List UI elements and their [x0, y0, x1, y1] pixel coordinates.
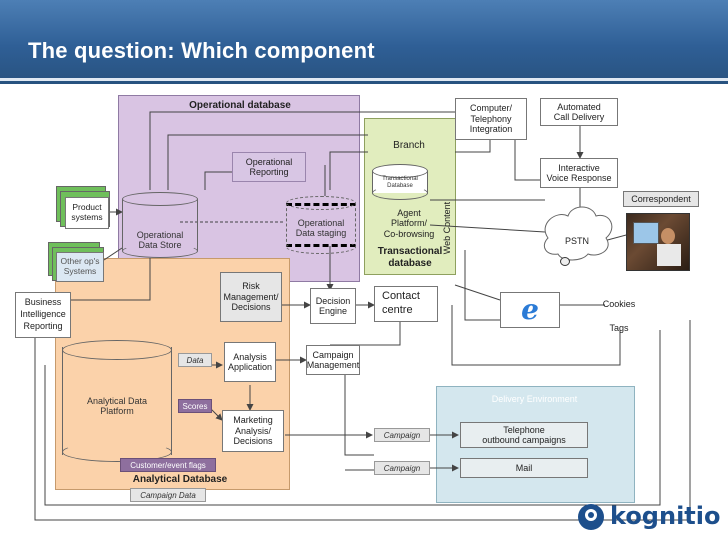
analytical-data-platform-label: Analytical Data Platform [86, 396, 148, 417]
telephone-campaigns-box: Telephone outbound campaigns [460, 422, 588, 448]
kognitio-logo: kognitio [578, 500, 721, 536]
automated-call-delivery-box: Automated Call Delivery [540, 98, 618, 126]
scores-tag: Scores [178, 399, 212, 413]
transactional-database-cylinder: Transactional Database [372, 164, 428, 200]
phone-icon [560, 257, 570, 266]
campaign-tag-mail: Campaign [374, 461, 430, 475]
ivr-box: Interactive Voice Response [540, 158, 618, 188]
kognitio-logo-icon [578, 504, 604, 530]
header-rule [0, 78, 728, 81]
operational-database-label: Operational database [189, 100, 291, 111]
operational-data-store: Operational Data Store [122, 192, 198, 258]
operational-reporting-box: Operational Reporting [232, 152, 306, 182]
cookies-label: Cookies [602, 299, 636, 309]
campaign-tag-telephone: Campaign [374, 428, 430, 442]
delivery-environment-label: Delivery Environment [491, 394, 578, 404]
internet-explorer-icon: e [521, 292, 539, 326]
risk-management-box: Risk Management/ Decisions [220, 272, 282, 322]
computer-telephony-box: Computer/ Telephony Integration [455, 98, 527, 140]
kognitio-logo-text: kognitio [610, 502, 721, 530]
data-tag: Data [178, 353, 212, 367]
transactional-database-label: Transactional database [377, 246, 443, 269]
transactional-db-inner-label: Transactional Database [382, 176, 418, 189]
analysis-application-box: Analysis Application [224, 342, 276, 382]
correspondent-box: Correspondent [623, 191, 699, 207]
contact-centre-label: Contact centre [382, 290, 420, 316]
marketing-analysis-box: Marketing Analysis/ Decisions [222, 410, 284, 452]
agent-platform-label: Agent Platform/ Co-browsing [383, 208, 435, 239]
header-banner: The question: Which component [0, 0, 728, 84]
web-browser-box: e [500, 292, 560, 328]
operational-data-store-label: Operational Data Store [136, 230, 184, 251]
web-content-label: Web Content [442, 201, 452, 255]
bi-reporting-box: Business Intelligence Reporting [15, 292, 71, 338]
operational-data-staging-label: Operational Data staging [295, 218, 347, 239]
decision-engine-box: Decision Engine [310, 288, 356, 324]
customer-event-flags-tag: Customer/event flags [120, 458, 216, 472]
page-title: The question: Which component [28, 38, 375, 63]
analytical-database-label: Analytical Database [132, 474, 228, 485]
operational-data-staging: Operational Data staging [286, 196, 356, 254]
tags-label: Tags [609, 323, 629, 333]
campaign-data-tag: Campaign Data [130, 488, 206, 502]
correspondent-photo [626, 213, 690, 271]
pstn-label: PSTN [564, 236, 589, 246]
campaign-management-box: Campaign Management [306, 345, 360, 375]
mail-box: Mail [460, 458, 588, 478]
contact-centre-box: Contact centre [374, 286, 438, 322]
analytical-data-platform: Analytical Data Platform [62, 340, 172, 462]
product-systems-box: Product systems [65, 197, 109, 229]
branch-label: Branch [393, 140, 425, 151]
other-systems-box: Other op's Systems [56, 252, 104, 282]
